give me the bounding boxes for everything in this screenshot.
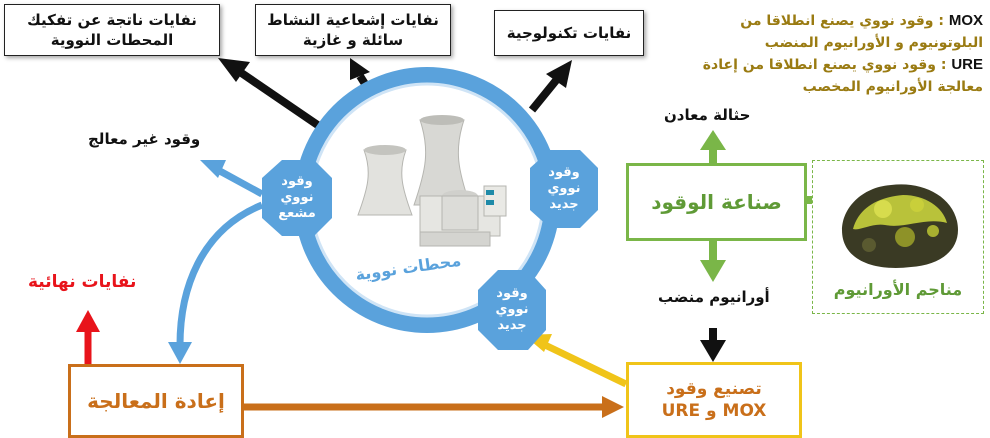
box-radioactive-waste: نفايات إشعاعية النشاط سائلة و غازية	[255, 4, 451, 56]
box-fuel-manufacturing-line2: MOX و URE	[661, 401, 767, 421]
box-fuel-manufacturing-line1: تصنيع وقود	[666, 379, 762, 399]
arrow-to-technological	[528, 60, 572, 113]
hex-new-fuel-bottom-label: وقود نووي جديد	[478, 270, 546, 350]
legend-mox: MOX : وقود نووي يصنع انطلاقا من البلوتون…	[675, 10, 983, 54]
box-uranium-mines: مناجم الأورانيوم	[812, 160, 984, 314]
box-dismantling-waste: نفايات ناتجة عن تفكيك المحطات النووية	[4, 4, 220, 56]
arrow-to-unprocessed-fuel	[200, 160, 264, 198]
legend-ure-text: : وقود نووي يصنع انطلاقا من إعادة معالجة…	[702, 57, 983, 95]
legend: MOX : وقود نووي يصنع انطلاقا من البلوتون…	[675, 10, 983, 98]
hex-irradiated-fuel	[262, 160, 332, 236]
uranium-ore-image	[842, 184, 958, 268]
box-reprocessing: إعادة المعالجة	[68, 364, 244, 438]
box-dismantling-waste-label: نفايات ناتجة عن تفكيك المحطات النووية	[27, 11, 197, 49]
box-fuel-industry-label: صناعة الوقود	[651, 190, 782, 214]
hex-new-fuel-right	[530, 150, 598, 228]
label-final-waste: نفايات نهائية	[28, 272, 137, 292]
box-fuel-industry: صناعة الوقود	[626, 163, 807, 241]
arrow-to-final-waste	[76, 310, 100, 364]
box-technological-waste: نفايات تكنولوجية	[494, 10, 644, 56]
box-uranium-mines-label: مناجم الأورانيوم	[833, 280, 963, 299]
hex-irradiated-fuel-label: وقود نووي مشعع	[262, 160, 332, 236]
legend-mox-text: : وقود نووي يصنع انطلاقا من البلوتونيوم …	[740, 13, 983, 51]
arrow-to-reprocessing	[168, 201, 264, 364]
arrow-to-metal-waste	[700, 130, 726, 163]
new-fuel-right-text: وقود نووي جديد	[547, 165, 581, 212]
arrow-to-manufacturing	[700, 328, 726, 362]
nuclear-plant-illustration	[357, 115, 507, 247]
legend-ure: URE : وقود نووي يصنع انطلاقا من إعادة مع…	[675, 54, 983, 98]
irradiated-fuel-text: وقود نووي مشعع	[278, 174, 316, 221]
legend-mox-code: MOX	[948, 12, 983, 29]
hex-new-fuel-bottom	[478, 270, 546, 350]
arrow-to-depleted-uranium	[700, 235, 726, 282]
legend-ure-code: URE	[951, 56, 983, 73]
arrow-reprocessing-to-manufacturing	[238, 396, 624, 418]
box-fuel-manufacturing: تصنيع وقود MOX و URE	[626, 362, 802, 438]
box-reprocessing-label: إعادة المعالجة	[87, 389, 225, 413]
new-fuel-bottom-text: وقود نووي جديد	[495, 286, 529, 333]
arrow-to-dismantling	[218, 58, 328, 134]
hex-new-fuel-right-label: وقود نووي جديد	[530, 150, 598, 228]
label-metal-waste: حثالة معادن	[664, 106, 751, 124]
label-depleted-uranium: أورانيوم منضب	[658, 288, 770, 306]
box-radioactive-waste-label: نفايات إشعاعية النشاط سائلة و غازية	[267, 11, 439, 49]
label-unprocessed-fuel: وقود غير معالج	[88, 130, 201, 148]
box-technological-waste-label: نفايات تكنولوجية	[506, 24, 632, 42]
